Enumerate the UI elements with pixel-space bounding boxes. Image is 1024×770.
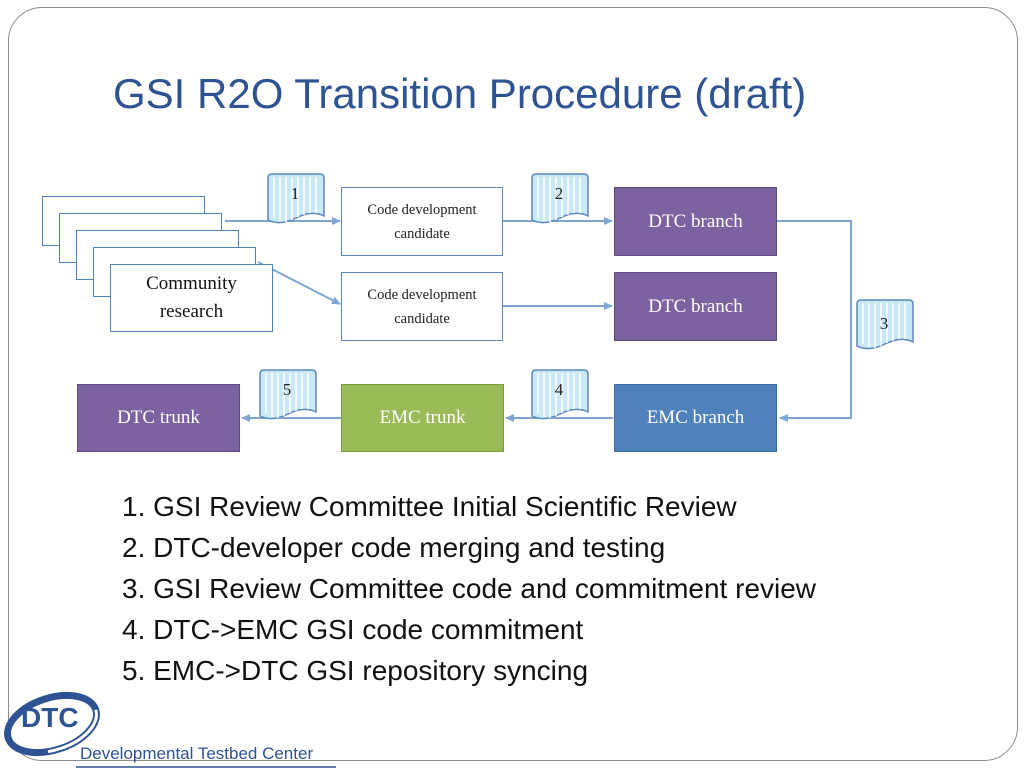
dtc-logo-swoosh-icon: [4, 691, 100, 757]
procedure-step: 2. DTC-developer code merging and testin…: [122, 532, 666, 563]
step-flag-3: 3: [853, 298, 915, 356]
slide-title: GSI R2O Transition Procedure (draft): [113, 70, 807, 117]
code-candidate-box-1: Code development candidate: [341, 187, 503, 256]
procedure-step: 5. EMC->DTC GSI repository syncing: [122, 655, 589, 686]
code-candidate-label-2: Code development candidate: [367, 286, 477, 327]
community-research-box: Community research: [110, 264, 273, 332]
step-flag-number-4: 4: [554, 380, 564, 399]
dtc-branch-label-2: DTC branch: [648, 295, 743, 317]
logo-underline: [76, 766, 336, 768]
scroll-flag-icon: [531, 369, 589, 420]
step-flag-number-2: 2: [554, 184, 564, 203]
step-flag-4: 4: [528, 368, 590, 426]
scroll-flag-icon: [259, 369, 317, 420]
logo-name: Developmental Testbed Center: [80, 744, 314, 763]
emc-branch-label: EMC branch: [646, 407, 745, 428]
dtc-trunk-label: DTC trunk: [117, 407, 200, 428]
step-flag-number-1: 1: [290, 184, 300, 203]
step-flag-2: 2: [528, 172, 590, 230]
emc-branch-box: EMC branch: [614, 384, 777, 452]
scroll-flag-icon: [531, 173, 589, 224]
step-flag-1: 1: [264, 172, 326, 230]
emc-trunk-box: EMC trunk: [341, 384, 504, 452]
community-research-label: Community research: [146, 273, 237, 322]
procedure-step: 4. DTC->EMC GSI code commitment: [122, 614, 584, 645]
emc-trunk-label: EMC trunk: [379, 407, 466, 428]
code-candidate-label-1: Code development candidate: [367, 201, 477, 242]
dtc-branch-label-1: DTC branch: [648, 210, 743, 232]
dtc-branch-box-1: DTC branch: [614, 187, 777, 256]
dtc-trunk-box: DTC trunk: [77, 384, 240, 452]
logo-acronym: DTC: [21, 702, 79, 733]
arrow-dtc-branch-to-emc-branch: [777, 220, 852, 422]
scroll-flag-icon: [856, 299, 914, 350]
dtc-branch-box-2: DTC branch: [614, 272, 777, 341]
scroll-flag-icon: [267, 173, 325, 224]
procedure-step: 3. GSI Review Committee code and commitm…: [122, 573, 817, 604]
procedure-step: 1. GSI Review Committee Initial Scientif…: [122, 491, 737, 522]
code-candidate-box-2: Code development candidate: [341, 272, 503, 341]
procedure-steps-list: 1. GSI Review Committee Initial Scientif…: [122, 486, 816, 691]
step-flag-number-5: 5: [282, 380, 292, 399]
step-flag-5: 5: [256, 368, 318, 426]
step-flag-number-3: 3: [879, 314, 889, 333]
